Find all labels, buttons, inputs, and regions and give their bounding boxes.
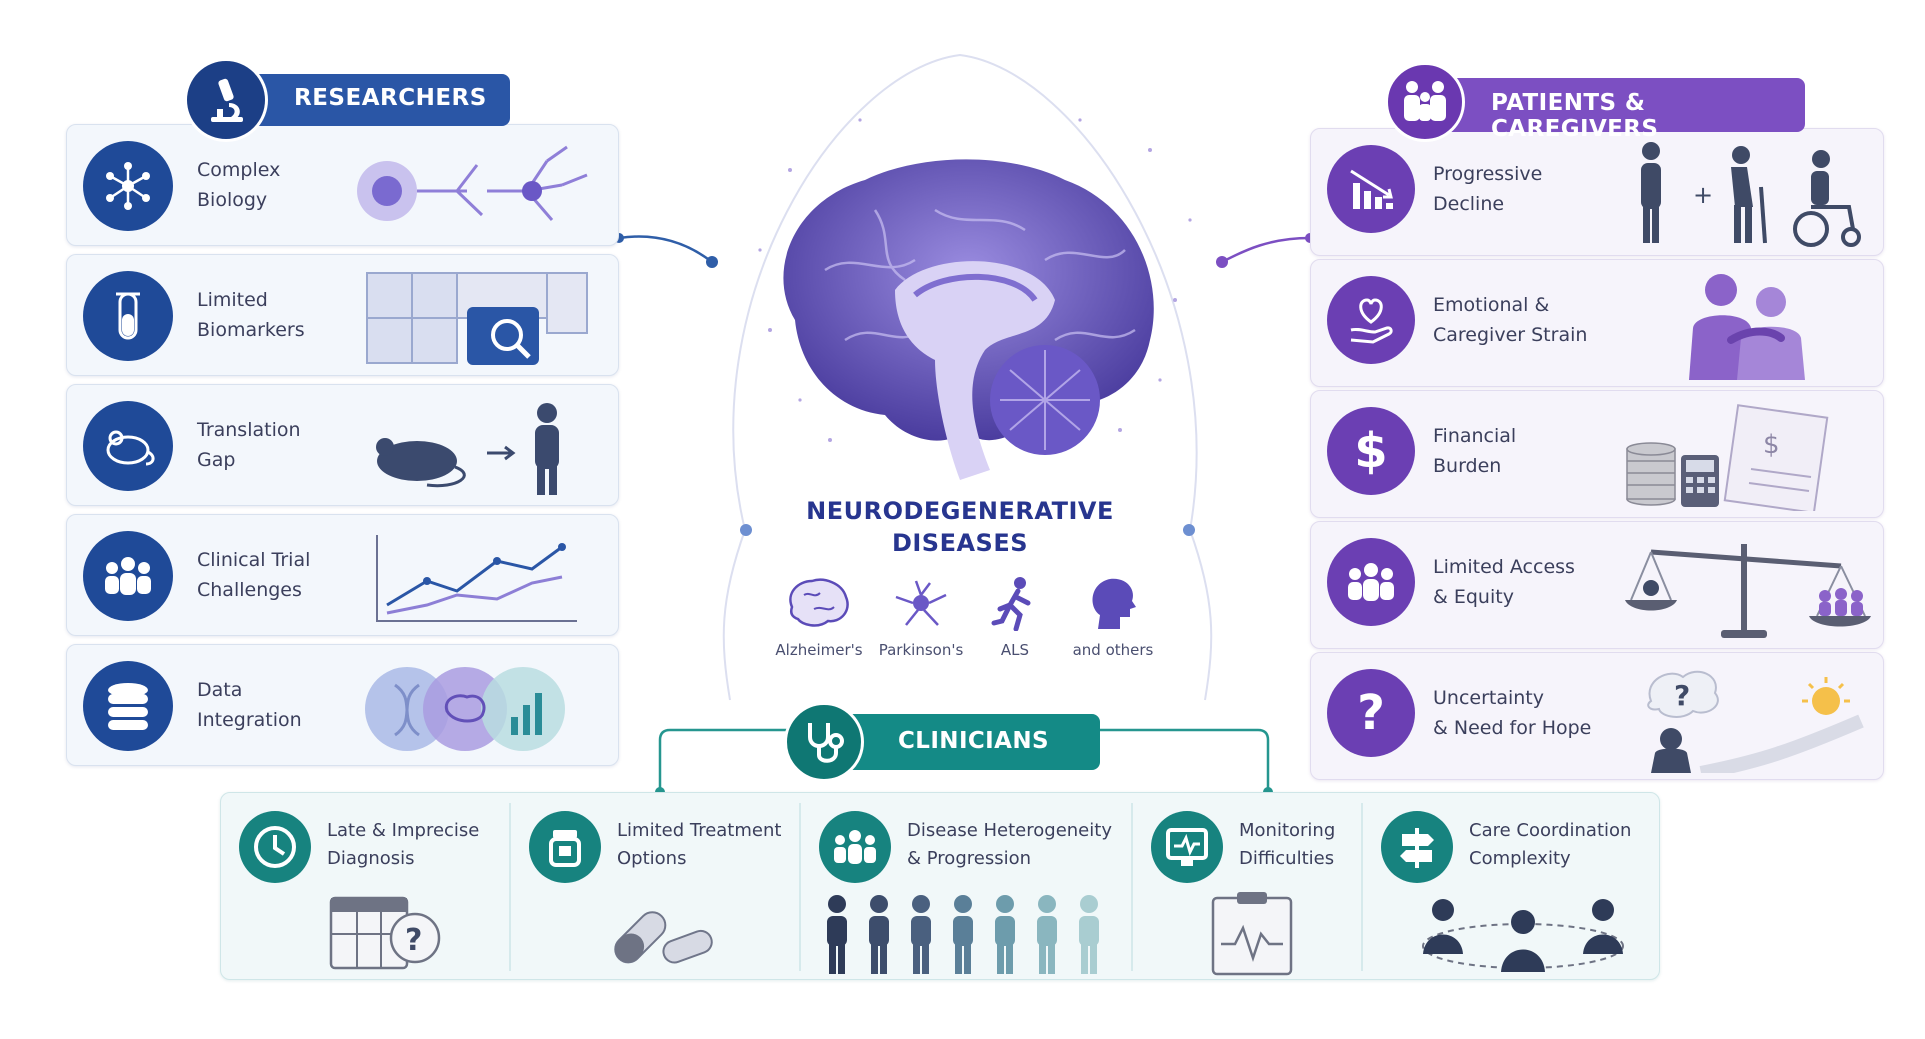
item-label: Disease Heterogeneity & Progression — [907, 820, 1112, 869]
clinicians-panel: Late & Imprecise Diagnosis ? Limited Tre… — [220, 792, 1660, 980]
signpost-icon — [1381, 811, 1453, 883]
patient-item-financial-burden: $ Financial Burden $ — [1310, 390, 1884, 518]
patient-item-emotional-strain: Emotional & Caregiver Strain — [1310, 259, 1884, 387]
item-label: Progressive Decline — [1433, 163, 1543, 215]
clinician-item-limited-treatment: Limited Treatment Options — [511, 793, 801, 981]
item-label: Limited Access & Equity — [1433, 556, 1575, 608]
microscope-icon — [184, 58, 268, 142]
clinicians-title-bar: CLINICIANS — [824, 714, 1100, 770]
item-label: Uncertainty & Need for Hope — [1433, 687, 1592, 739]
item-label: Data Integration — [197, 679, 302, 731]
researcher-item-data-integration: Data Integration — [66, 644, 619, 766]
researchers-title-bar: RESEARCHERS — [224, 74, 510, 126]
disease-label: Alzheimer's — [775, 641, 863, 659]
center-title: NEURODEGENERATIVE DISEASES — [760, 495, 1160, 559]
item-label: Late & Imprecise Diagnosis — [327, 820, 480, 869]
neuron-cell-illustration — [357, 145, 588, 221]
svg-text:$: $ — [1763, 430, 1780, 460]
patient-item-uncertainty: ? Uncertainty & Need for Hope ? — [1310, 652, 1884, 780]
patient-item-limited-access: Limited Access & Equity — [1310, 521, 1884, 649]
people-row-illustration — [827, 895, 1099, 974]
neuron-icon — [895, 580, 947, 626]
network-nodes-icon — [83, 141, 173, 231]
svg-text:+: + — [1693, 181, 1713, 209]
patient-item-progressive-decline: Progressive Decline + — [1310, 128, 1884, 256]
researchers-panel: Complex Biology Limited Biomarkers Trans… — [66, 124, 619, 774]
coins-calculator-bill-illustration: $ — [1626, 404, 1829, 511]
disease-alzheimers: Alzheimer's — [764, 575, 874, 659]
clinician-item-care-coordination: Care Coordination Complexity — [1363, 793, 1659, 981]
column-divider — [1361, 803, 1363, 971]
running-person-icon — [991, 577, 1031, 632]
column-divider — [799, 803, 801, 971]
monitor-pulse-icon — [1151, 811, 1223, 883]
patients-title: PATIENTS & CAREGIVERS — [1491, 90, 1659, 142]
line-graph-illustration — [376, 535, 577, 622]
clinician-item-monitoring: Monitoring Difficulties — [1133, 793, 1361, 981]
column-divider — [509, 803, 511, 971]
disease-label: ALS — [1000, 641, 1030, 659]
clipboard-chart-illustration — [1211, 892, 1293, 976]
researchers-header: RESEARCHERS — [184, 58, 510, 142]
patients-panel: Progressive Decline + Emotional & Caregi… — [1310, 128, 1884, 780]
center-title-line2: DISEASES — [891, 529, 1029, 557]
family-icon — [1385, 62, 1465, 142]
question-icon: ? — [1327, 669, 1415, 757]
people-group-icon — [83, 531, 173, 621]
test-tube-icon — [83, 271, 173, 361]
mouse-icon — [83, 401, 173, 491]
dollar-icon: $ — [1327, 407, 1415, 495]
calendar-question-illustration: ? — [329, 896, 441, 970]
disease-others: and others — [1058, 575, 1168, 659]
clinician-item-late-diagnosis: Late & Imprecise Diagnosis ? — [221, 793, 511, 981]
capsules-illustration — [614, 911, 713, 964]
item-label: Translation Gap — [197, 419, 301, 471]
data-circles-illustration — [365, 667, 565, 751]
mouse-to-human-illustration — [376, 403, 559, 495]
people-group-icon — [1327, 538, 1415, 626]
item-label: Complex Biology — [197, 159, 281, 211]
people-group-icon — [819, 811, 891, 883]
item-label: Monitoring Difficulties — [1239, 820, 1336, 869]
item-label: Limited Treatment Options — [617, 820, 782, 869]
item-label: Emotional & Caregiver Strain — [1433, 294, 1588, 346]
brain-outline-icon — [789, 578, 849, 627]
caregiver-embrace-illustration — [1689, 274, 1805, 380]
patients-header: PATIENTS & CAREGIVERS — [1385, 62, 1805, 142]
head-profile-icon — [1092, 578, 1136, 629]
researcher-item-complex-biology: Complex Biology — [66, 124, 619, 246]
item-label: Care Coordination Complexity — [1469, 820, 1632, 869]
svg-text:?: ? — [1674, 679, 1690, 712]
aging-figures-illustration: + — [1641, 142, 1861, 247]
clock-icon — [239, 811, 311, 883]
disease-parkinsons: Parkinson's — [866, 575, 976, 659]
column-divider — [1131, 803, 1133, 971]
clinicians-title: CLINICIANS — [898, 728, 1049, 754]
clinicians-header: CLINICIANS — [784, 702, 1104, 786]
center-title-line1: NEURODEGENERATIVE — [806, 497, 1114, 525]
researcher-item-clinical-trial-challenges: Clinical Trial Challenges — [66, 514, 619, 636]
svg-text:?: ? — [405, 923, 422, 958]
balance-scale-illustration — [1625, 544, 1871, 638]
researcher-item-translation-gap: Translation Gap — [66, 384, 619, 506]
database-icon — [83, 661, 173, 751]
disease-label: Parkinson's — [878, 641, 964, 659]
researcher-item-limited-biomarkers: Limited Biomarkers — [66, 254, 619, 376]
declining-chart-icon — [1327, 145, 1415, 233]
stethoscope-icon — [784, 702, 864, 782]
item-label: Limited Biomarkers — [197, 289, 305, 341]
disease-label: and others — [1072, 641, 1154, 659]
care-team-illustration — [1422, 899, 1624, 972]
clinician-item-heterogeneity: Disease Heterogeneity & Progression — [801, 793, 1131, 981]
patients-title-bar: PATIENTS & CAREGIVERS — [1425, 78, 1805, 142]
item-label: Financial Burden — [1433, 425, 1517, 477]
puzzle-illustration — [366, 272, 588, 365]
heart-hand-icon — [1327, 276, 1415, 364]
disease-als: ALS — [960, 575, 1070, 659]
researchers-title: RESEARCHERS — [294, 85, 487, 111]
brain-illustration — [783, 159, 1154, 480]
item-label: Clinical Trial Challenges — [197, 549, 311, 601]
pill-bottle-icon — [529, 811, 601, 883]
hope-path-illustration: ? — [1647, 670, 1864, 773]
